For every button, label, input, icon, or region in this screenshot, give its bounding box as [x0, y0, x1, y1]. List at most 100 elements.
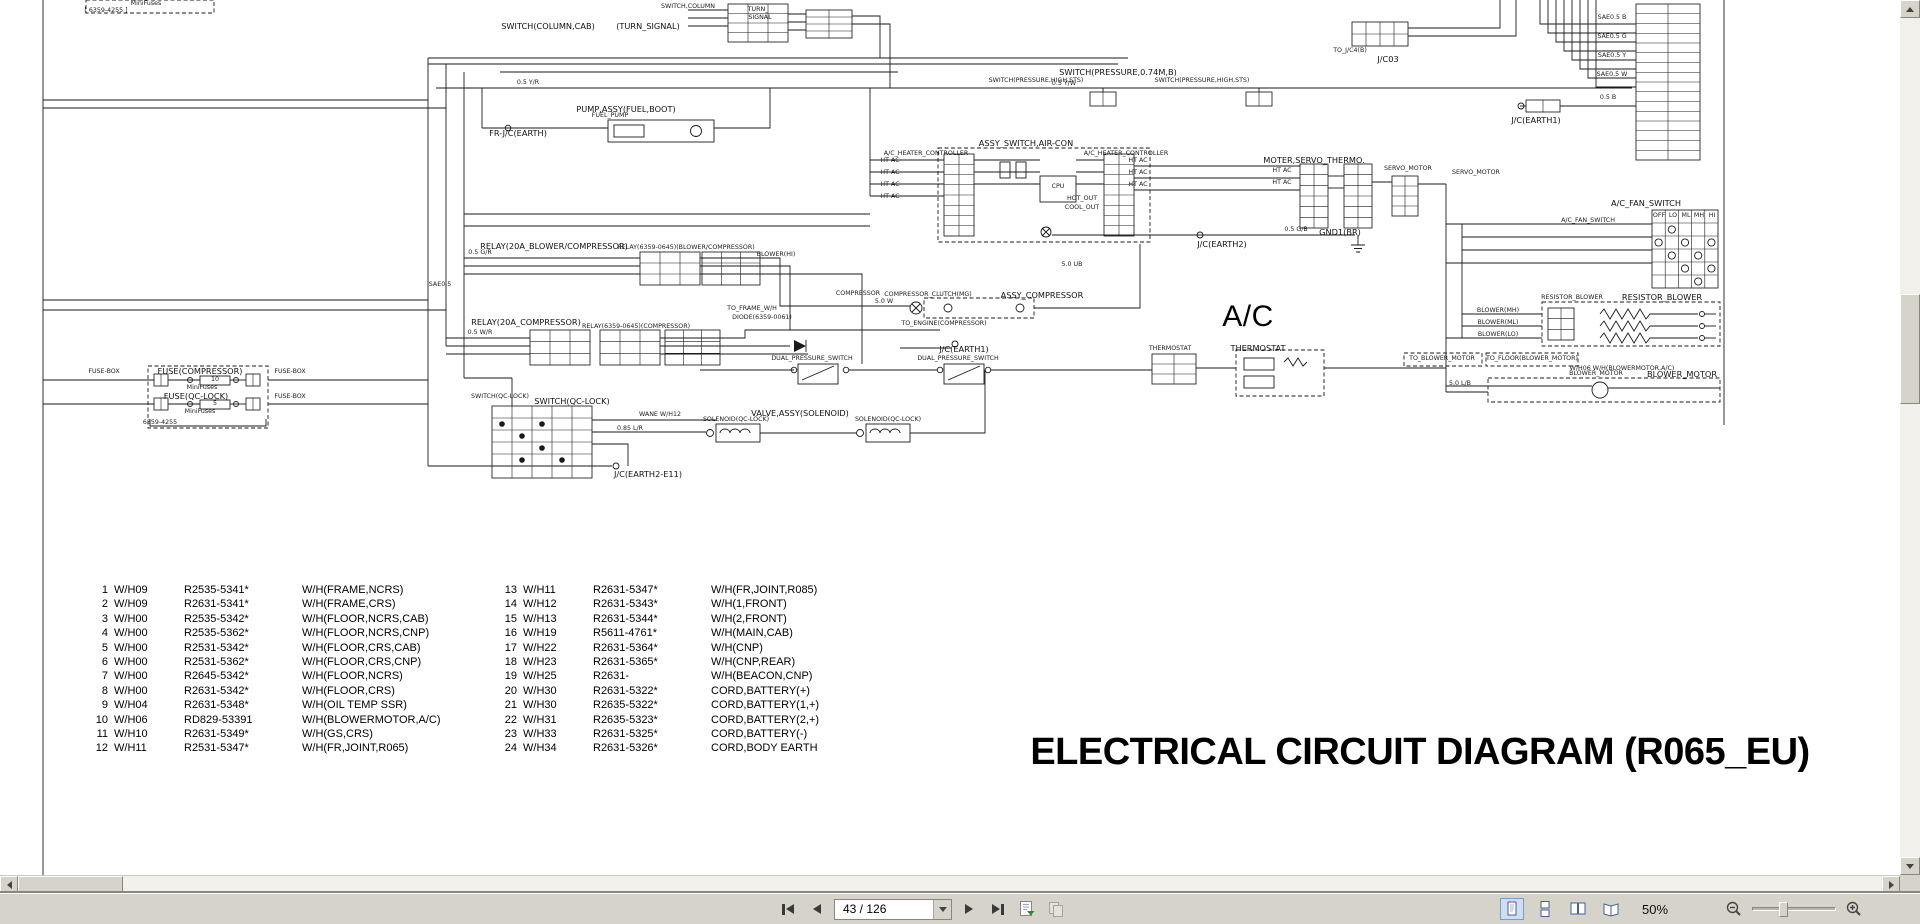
parts-cell-no: 12 [95, 742, 108, 755]
circuit-diagram-svg [42, 0, 1725, 875]
facing-pages-view-button[interactable] [1566, 898, 1590, 920]
horizontal-scroll-thumb[interactable] [18, 876, 123, 893]
zoom-in-icon [1846, 901, 1861, 916]
page-combo-dropdown-button[interactable] [933, 899, 951, 919]
parts-cell-part: R2531-5362* [184, 655, 249, 668]
parts-cell-part: R2631-5322* [593, 684, 658, 697]
book-view-icon [1603, 903, 1619, 917]
parts-cell-no: 19 [504, 670, 517, 683]
vertical-scrollbar[interactable] [1900, 0, 1920, 875]
parts-cell-part: R2531-5342* [184, 641, 249, 654]
parts-cell-desc: W/H(GS,CRS) [302, 727, 373, 740]
parts-cell-no: 3 [101, 612, 108, 625]
last-page-button[interactable] [986, 898, 1010, 920]
parts-cell-desc: W/H(MAIN,CAB) [711, 627, 793, 640]
next-page-button[interactable] [957, 898, 981, 920]
parts-cell-code: W/H00 [114, 612, 148, 625]
parts-cell-no: 4 [101, 627, 108, 640]
page-number-combobox[interactable]: 43 / 126 [834, 898, 952, 920]
vertical-scroll-thumb[interactable] [1900, 294, 1920, 404]
parts-cell-part: R2535-5341* [184, 584, 249, 596]
scroll-left-button[interactable] [0, 876, 18, 893]
parts-cell-no: 24 [504, 742, 517, 755]
parts-cell-desc: CORD,BATTERY(-) [711, 727, 808, 740]
parts-cell-part: RD829-53391 [184, 713, 253, 726]
first-page-button[interactable] [776, 898, 800, 920]
parts-cell-no: 21 [504, 699, 517, 712]
parts-cell-code: W/H00 [114, 655, 148, 668]
parts-cell-desc: W/H(OIL TEMP SSR) [302, 699, 407, 712]
continuous-view-button[interactable] [1533, 898, 1557, 920]
continuous-pages-icon [1540, 901, 1550, 917]
parts-cell-desc: W/H(FLOOR,CRS) [302, 684, 395, 697]
page-title: ELECTRICAL CIRCUIT DIAGRAM (R065_EU) [1030, 731, 1810, 773]
parts-cell-desc: W/H(1,FRONT) [711, 598, 787, 611]
scroll-down-button[interactable] [1900, 857, 1920, 875]
chevron-down-icon [938, 906, 947, 912]
parts-cell-desc: W/H(FLOOR,NCRS,CNP) [302, 627, 430, 640]
parts-cell-part: R2631-5349* [184, 727, 249, 740]
parts-cell-no: 17 [504, 641, 517, 654]
scroll-up-button[interactable] [1900, 0, 1920, 18]
copy-pages-icon-disabled [1049, 902, 1063, 917]
parts-cell-desc: W/H(FRAME,CRS) [302, 598, 396, 611]
parts-cell-code: W/H23 [523, 655, 557, 668]
parts-cell-desc: W/H(FLOOR,NCRS,CAB) [302, 612, 429, 625]
parts-cell-code: W/H13 [523, 612, 557, 625]
scroll-right-button[interactable] [1882, 876, 1900, 893]
zoom-slider-track[interactable] [1752, 902, 1836, 917]
parts-cell-no: 13 [504, 584, 517, 596]
parts-cell-no: 5 [101, 641, 108, 654]
single-page-view-button[interactable] [1500, 898, 1524, 920]
parts-cell-part: R2631-5342* [184, 684, 249, 697]
previous-page-button[interactable] [805, 898, 829, 920]
scroll-up-icon [1906, 6, 1914, 12]
zoom-in-button[interactable] [1842, 898, 1866, 920]
parts-cell-part: R2535-5342* [184, 612, 249, 625]
parts-cell-desc: W/H(BLOWERMOTOR,A/C) [302, 713, 441, 726]
parts-cell-part: R2631-5341* [184, 598, 249, 611]
horizontal-scrollbar[interactable] [0, 875, 1900, 893]
parts-cell-code: W/H33 [523, 727, 557, 740]
parts-cell-code: W/H11 [523, 584, 556, 596]
first-page-icon [782, 903, 785, 915]
single-page-icon [1507, 901, 1517, 916]
parts-cell-code: W/H34 [523, 742, 557, 755]
snapshot-page-button[interactable] [1015, 898, 1039, 920]
parts-cell-desc: W/H(FRAME,NCRS) [302, 584, 404, 596]
parts-cell-code: W/H00 [114, 670, 148, 683]
parts-cell-code: W/H30 [523, 699, 557, 712]
parts-cell-part: R2645-5342* [184, 670, 249, 683]
parts-cell-desc: W/H(2,FRONT) [711, 612, 787, 625]
zoom-slider-thumb[interactable] [1779, 902, 1788, 917]
zoom-level-label: 50% [1642, 901, 1669, 917]
parts-cell-no: 23 [504, 727, 517, 740]
parts-cell-no: 22 [504, 713, 517, 726]
book-view-button[interactable] [1599, 898, 1623, 920]
copy-pages-button[interactable] [1044, 898, 1068, 920]
parts-cell-code: W/H09 [114, 598, 148, 611]
parts-cell-code: W/H00 [114, 641, 148, 654]
last-page-icon [992, 904, 1001, 914]
parts-cell-no: 20 [504, 684, 517, 697]
parts-cell-no: 10 [95, 713, 108, 726]
parts-cell-desc: W/H(FLOOR,CRS,CAB) [302, 641, 421, 654]
zoom-out-button[interactable] [1722, 898, 1746, 920]
parts-cell-code: W/H31 [523, 713, 557, 726]
parts-cell-code: W/H06 [114, 713, 148, 726]
parts-cell-part: R2631- [593, 670, 630, 683]
parts-cell-no: 8 [101, 684, 108, 697]
previous-page-icon [813, 904, 821, 914]
parts-cell-part: R2635-5322* [593, 699, 658, 712]
